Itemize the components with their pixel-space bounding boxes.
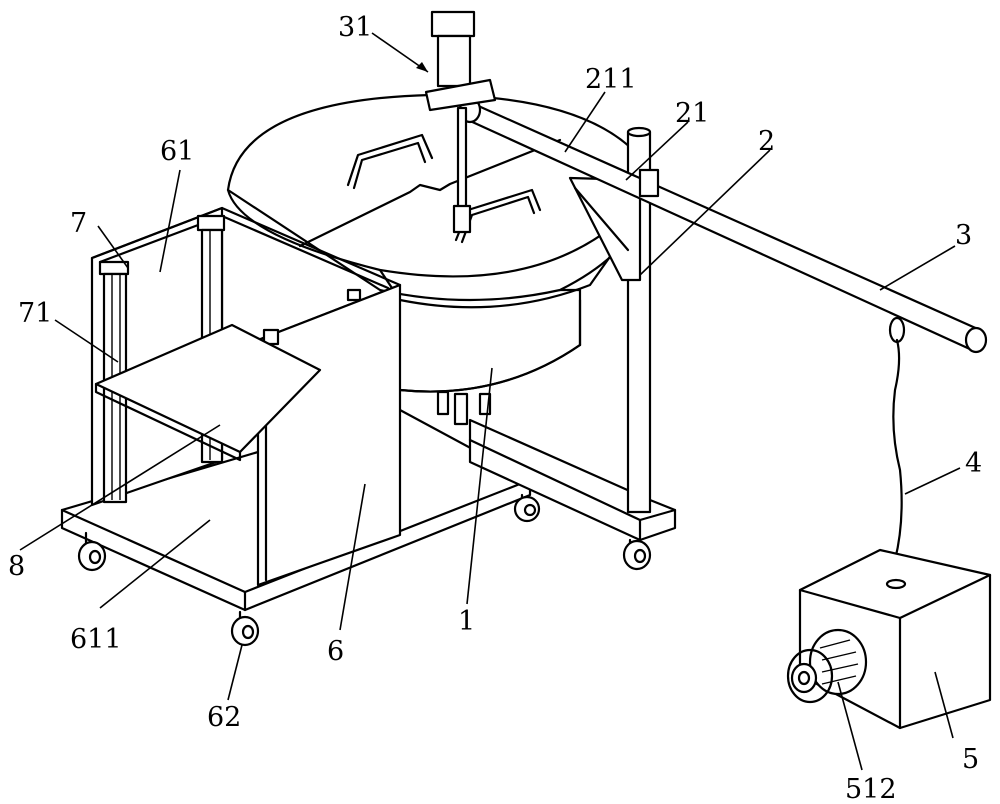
label-3: 3 bbox=[955, 220, 972, 251]
caster-wheel-front bbox=[232, 612, 258, 645]
label-4: 4 bbox=[965, 448, 982, 479]
label-8: 8 bbox=[8, 551, 25, 582]
label-5: 5 bbox=[962, 744, 979, 775]
label-7: 7 bbox=[70, 208, 87, 239]
label-2: 2 bbox=[758, 126, 775, 157]
label-61: 61 bbox=[160, 136, 194, 167]
label-512: 512 bbox=[845, 774, 897, 804]
label-211: 211 bbox=[585, 64, 637, 95]
label-62: 62 bbox=[207, 702, 241, 733]
label-71: 71 bbox=[18, 298, 52, 329]
label-611: 611 bbox=[70, 624, 122, 655]
rope-and-weight bbox=[788, 318, 990, 728]
pot-body bbox=[390, 290, 580, 424]
label-6: 6 bbox=[327, 636, 344, 667]
label-1: 1 bbox=[458, 606, 475, 637]
label-31: 31 bbox=[338, 12, 372, 43]
caster-wheel-rear-right bbox=[624, 540, 650, 569]
label-21: 21 bbox=[675, 98, 709, 129]
